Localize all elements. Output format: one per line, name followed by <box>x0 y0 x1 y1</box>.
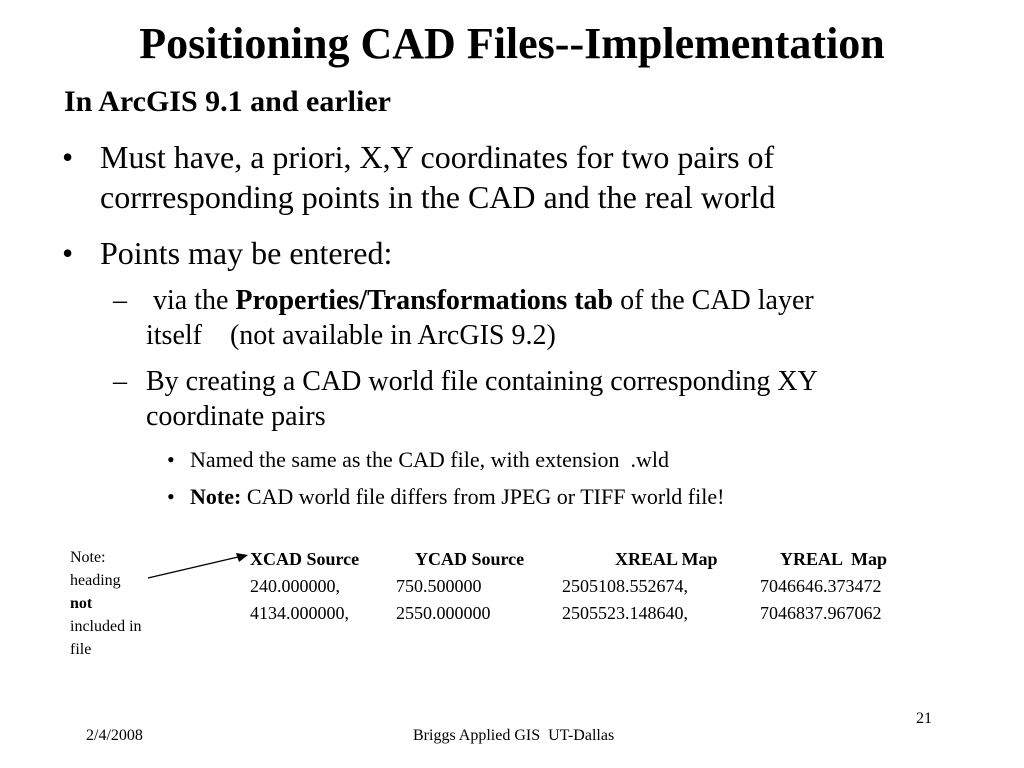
bullet-1-line-2: corrresponding points in the CAD and the… <box>100 179 776 215</box>
cell: 2505523.148640, <box>562 603 688 623</box>
footer-center: Briggs Applied GIS UT-Dallas <box>413 727 615 744</box>
side-note-line-4: included in <box>70 618 142 635</box>
sub-bullet-1-pre: via the <box>146 285 236 316</box>
dash-marker: – <box>113 366 127 397</box>
sub-bullet-1-post: of the CAD layer <box>613 285 814 316</box>
cell: 2550.000000 <box>396 603 491 623</box>
sub-sub-bullet-2: Note: CAD world file differs from JPEG o… <box>190 480 724 514</box>
bullet-1-line-1: Must have, a priori, X,Y coordinates for… <box>100 139 775 175</box>
side-note: Note: heading not included in file <box>70 546 142 661</box>
side-note-line-3: not <box>70 595 93 612</box>
sub-bullet-1-bold: Properties/Transformations tab <box>235 285 614 316</box>
sub-bullet-2-line-2: coordinate pairs <box>146 401 326 432</box>
bullet-marker: • <box>167 447 175 472</box>
sub-sub-bullet-1: Named the same as the CAD file, with ext… <box>190 447 670 472</box>
sub-bullet-1-line-2: itself (not available in ArcGIS 9.2) <box>146 320 556 351</box>
note-label: Note: <box>190 484 242 509</box>
bullet-marker: • <box>62 235 74 271</box>
bullet-2-line-1: Points may be entered: <box>100 235 393 271</box>
side-note-line-5: file <box>70 641 92 658</box>
page-number: 21 <box>916 710 932 727</box>
header-xcad: XCAD Source <box>250 549 360 569</box>
dash-marker: – <box>113 285 127 316</box>
bullet-marker: • <box>62 139 74 175</box>
cell: 2505108.552674, <box>562 576 688 596</box>
cell: 7046646.373472 <box>760 576 882 596</box>
cell: 4134.000000, <box>250 603 349 623</box>
bullet-marker: • <box>167 484 175 509</box>
footer-date: 2/4/2008 <box>86 727 143 744</box>
cell: 240.000000, <box>250 576 340 596</box>
header-ycad: YCAD Source <box>415 549 525 569</box>
side-note-line-1: Note: <box>70 549 106 566</box>
side-note-line-2: heading <box>70 572 121 589</box>
sub-bullet-1-line-1: via the Properties/Transformations tab o… <box>146 283 814 318</box>
sub-bullet-2-line-1: By creating a CAD world file containing … <box>146 366 818 397</box>
header-yreal: YREAL Map <box>780 549 888 569</box>
cell: 7046837.967062 <box>760 603 882 623</box>
cell: 750.500000 <box>396 576 482 596</box>
slide-title: Positioning CAD Files--Implementation <box>139 19 885 68</box>
sub-sub-bullet-2-text: CAD world file differs from JPEG or TIFF… <box>241 484 725 509</box>
section-heading: In ArcGIS 9.1 and earlier <box>64 85 391 118</box>
header-xreal: XREAL Map <box>615 549 718 569</box>
